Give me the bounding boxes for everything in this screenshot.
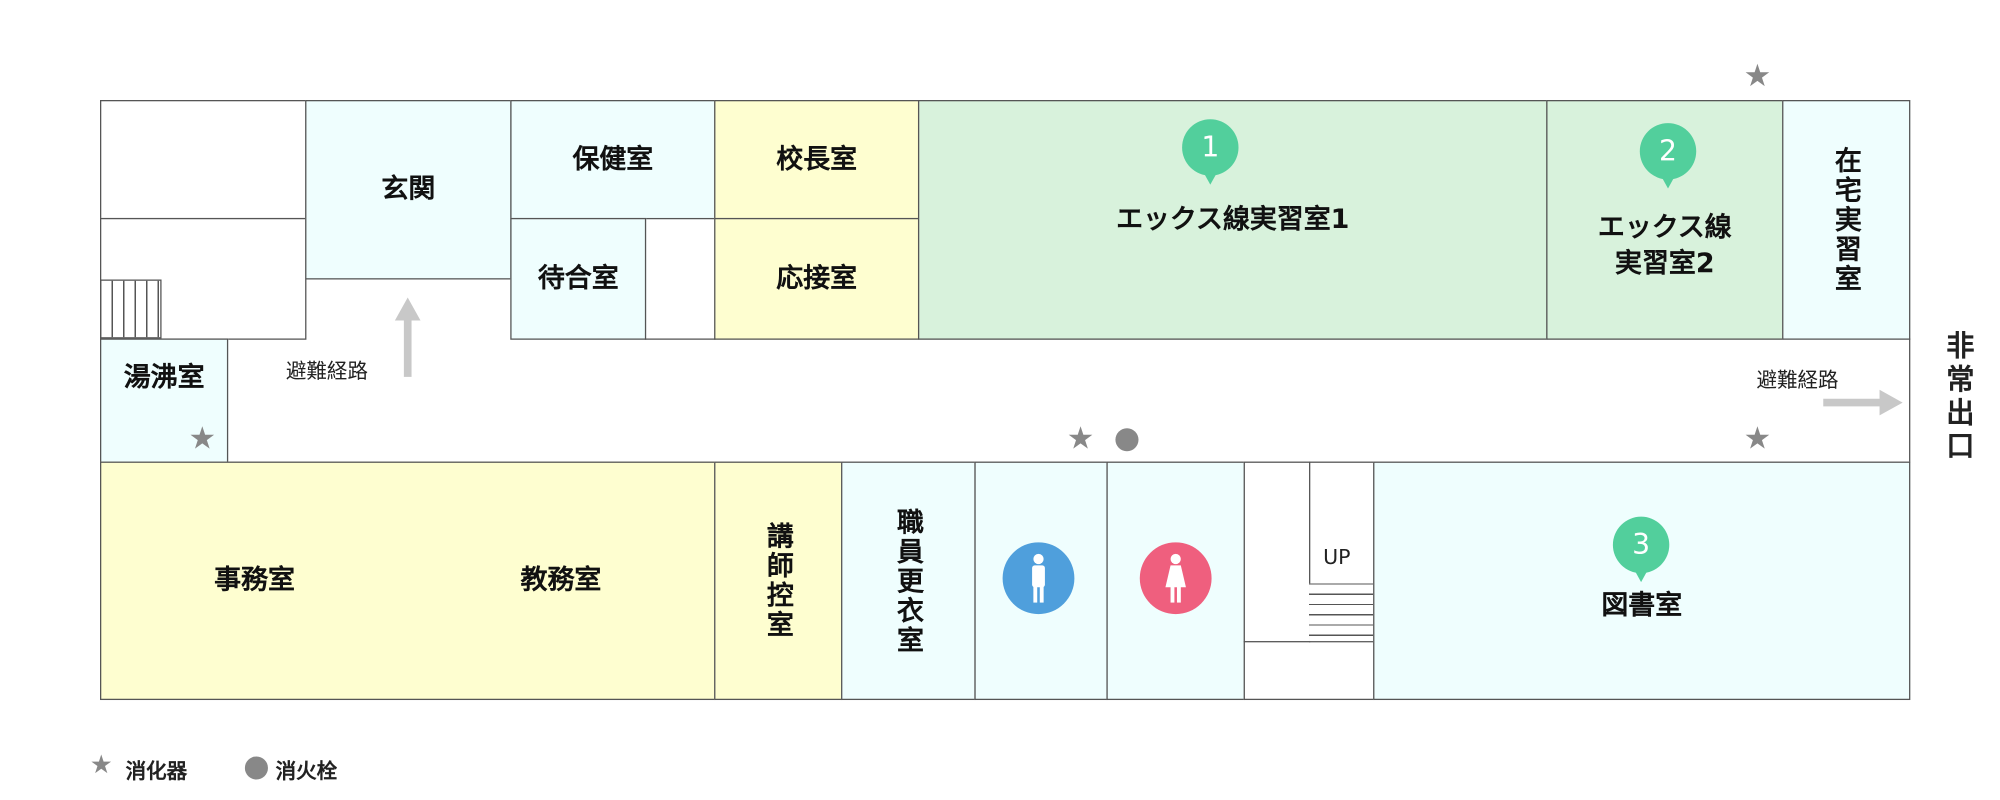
room-osetsushitsu[interactable]: 応接室 [714,217,920,340]
room-kyomushitsu-label: 教務室 [520,564,602,596]
wall [644,338,716,340]
arrow-up-icon [394,297,421,377]
extinguisher-icon: ★ [1743,57,1772,94]
stairs-icon [100,279,162,339]
room-kochoshitsu[interactable]: 校長室 [714,100,920,220]
legend-extinguisher: 消化器 [125,759,188,784]
hydrant-legend-icon [244,756,268,780]
stairs-icon [1309,583,1374,642]
evacuation-route-label: 避難経路 [1756,367,1839,393]
wall [1243,641,1375,643]
room-label: 図書室 [1601,590,1683,621]
evacuation-route-label: 避難経路 [285,358,368,384]
blank-room [100,100,307,220]
room-label: 講師控室 [763,521,795,640]
room-label: 湯沸室 [123,361,205,393]
extinguisher-legend-icon: ★ [89,748,113,780]
pin-1-icon: 1 [1182,119,1239,185]
room-label: 玄関 [381,173,436,204]
legend-hydrant: 消火栓 [275,759,338,784]
female-toilet-icon [1139,542,1212,615]
male-toilet-icon [1002,542,1075,615]
room-jimu-kyomu[interactable]: 事務室 教務室 [100,461,716,701]
room-label: 待合室 [537,262,619,294]
room-genkan[interactable]: 玄関 [305,100,512,280]
room-jimushitsu-label: 事務室 [214,564,295,596]
room-koishitsu[interactable]: 職員更衣室 [841,461,976,701]
room-label: 職員更衣室 [893,507,925,655]
room-label: エックス線実習室1 [1116,203,1350,235]
wall [1909,338,1911,462]
emergency-exit-label: 非常出口 [1941,330,1974,465]
hydrant-icon [1115,428,1139,452]
pin-2-icon: 2 [1639,123,1697,189]
extinguisher-icon: ★ [188,420,217,457]
arrow-right-icon [1823,389,1903,416]
stairs-up-label: UP [1323,544,1351,570]
room-koshi[interactable]: 講師控室 [714,461,843,701]
wall [1309,461,1311,643]
room-label: エックス線 [1597,211,1732,243]
room-label: 実習室2 [1615,246,1715,278]
room-label: 在宅実習室 [1831,146,1863,294]
extinguisher-icon: ★ [1066,420,1095,457]
room-label: 保健室 [572,143,654,175]
room-label: 校長室 [776,143,858,175]
pin-3-icon: 3 [1612,516,1670,583]
extinguisher-icon: ★ [1743,420,1772,457]
room-label: 応接室 [776,262,858,294]
room-hokenshitsu[interactable]: 保健室 [510,100,716,220]
room-machiaishitsu[interactable]: 待合室 [510,217,647,340]
room-yuwakashi[interactable]: 湯沸室 [100,338,229,463]
room-zaitaku[interactable]: 在宅実習室 [1782,100,1911,340]
